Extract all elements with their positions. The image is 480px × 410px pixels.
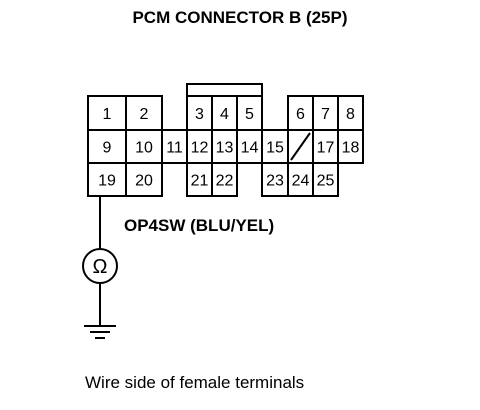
terminal-14 xyxy=(236,129,263,164)
terminal-11 xyxy=(161,129,188,164)
terminal-number: 19 xyxy=(98,173,116,190)
terminal-number: 3 xyxy=(195,106,204,123)
terminal-number: 5 xyxy=(245,106,254,123)
terminal-7 xyxy=(312,95,339,131)
caption: Wire side of female terminals xyxy=(85,373,305,392)
terminal-25 xyxy=(312,162,339,197)
terminal-15 xyxy=(261,129,289,164)
ground-icon xyxy=(84,325,116,339)
terminal-18 xyxy=(337,129,364,164)
terminal-number: 1 xyxy=(103,106,112,123)
terminal-number: 14 xyxy=(241,140,259,157)
page-title: PCM CONNECTOR B (25P) xyxy=(132,8,348,27)
terminal-13 xyxy=(211,129,238,164)
terminal-number: 24 xyxy=(292,173,310,190)
terminal-number: 6 xyxy=(296,106,305,123)
terminal-20 xyxy=(125,162,163,197)
terminal-number: 12 xyxy=(191,140,209,157)
connector-outline xyxy=(186,83,263,96)
test-circuit xyxy=(82,196,118,339)
terminal-number: 22 xyxy=(216,173,234,190)
terminal-number: 21 xyxy=(191,173,209,190)
terminal-number: 17 xyxy=(317,140,335,157)
terminal-number: 10 xyxy=(135,140,153,157)
terminal-number: 8 xyxy=(346,106,355,123)
terminal-number: 23 xyxy=(266,173,284,190)
terminal-number: 9 xyxy=(103,140,112,157)
terminal-17 xyxy=(312,129,339,164)
wire-label: OP4SW (BLU/YEL) xyxy=(124,216,275,235)
terminal-22 xyxy=(211,162,238,197)
terminal-number: 18 xyxy=(342,140,360,157)
terminal-number: 11 xyxy=(166,140,183,157)
terminal-number: 15 xyxy=(266,140,284,157)
terminal-number: 2 xyxy=(140,106,149,123)
terminal-24 xyxy=(287,162,314,197)
terminal-number: 20 xyxy=(135,173,153,190)
terminal-number: 4 xyxy=(220,106,229,123)
ohm-symbol: Ω xyxy=(93,256,108,278)
terminal-6 xyxy=(287,95,314,131)
terminal-9 xyxy=(87,129,127,164)
terminal-number: 25 xyxy=(317,173,335,190)
unused-terminal-slash xyxy=(290,132,311,161)
terminal-number: 13 xyxy=(216,140,234,157)
terminal-number: 7 xyxy=(321,106,330,123)
terminal-21 xyxy=(186,162,213,197)
terminal-8 xyxy=(337,95,364,131)
connector-lock-tab xyxy=(186,83,263,96)
